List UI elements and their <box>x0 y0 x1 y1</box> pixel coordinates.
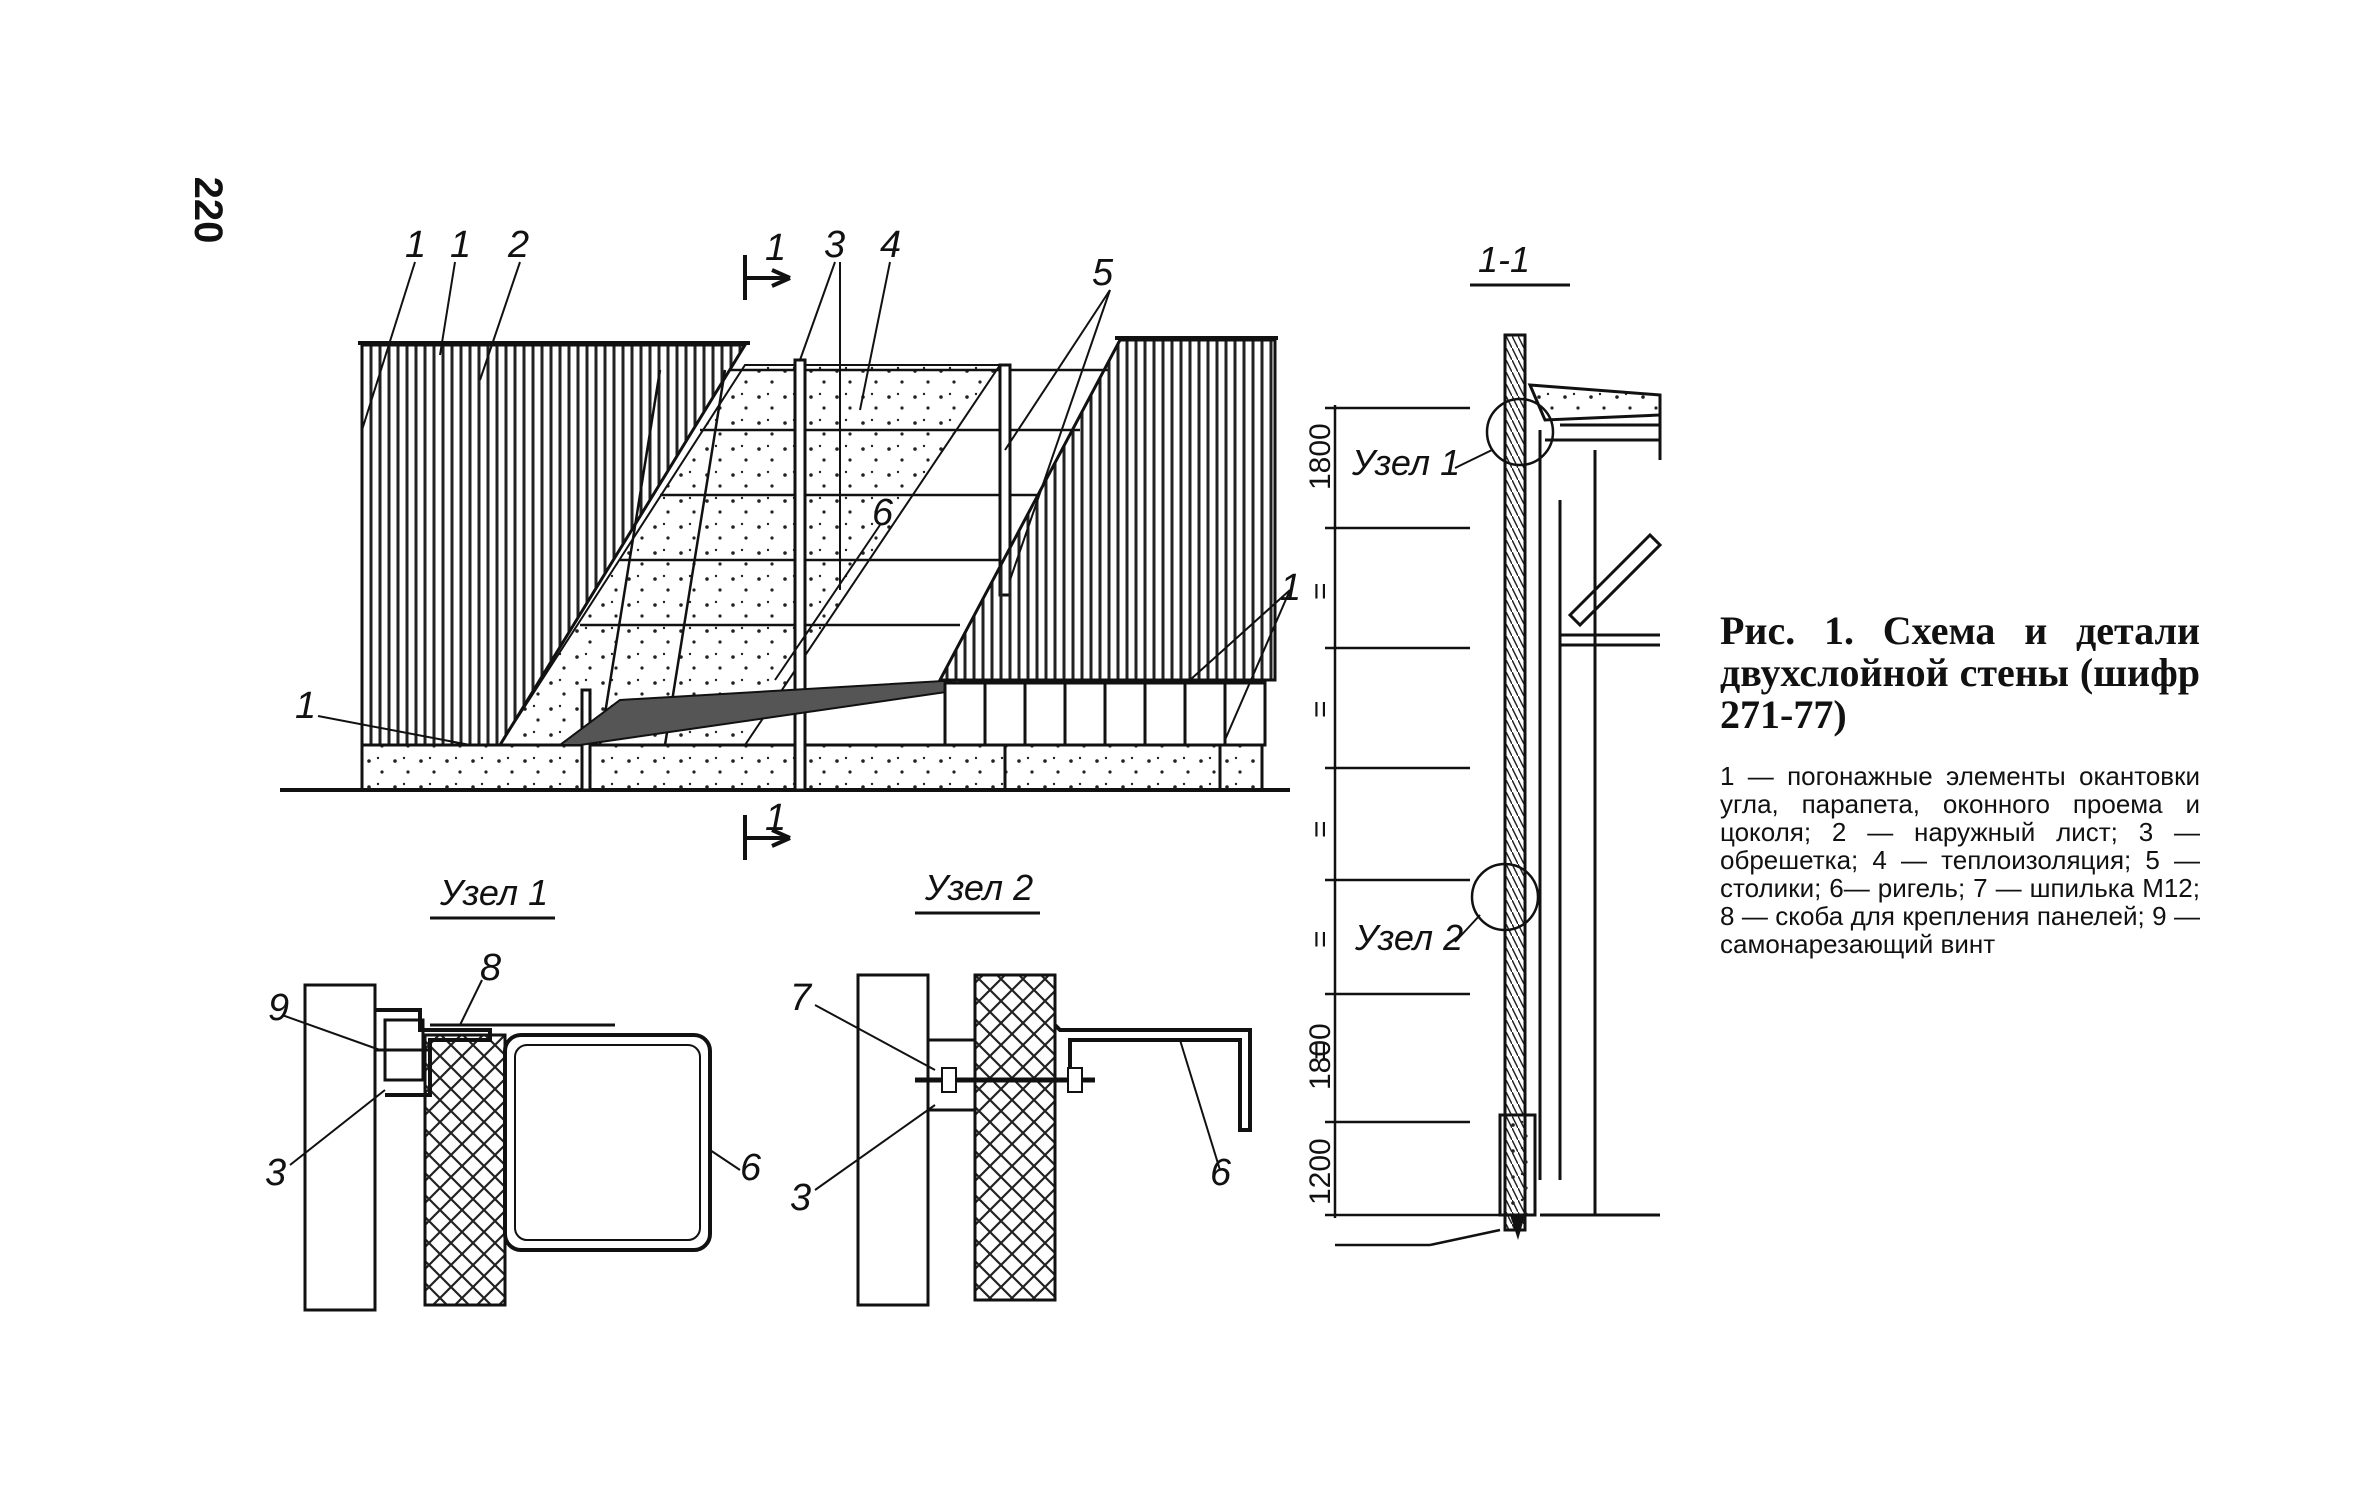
callout-8: 8 <box>480 947 501 989</box>
callout-9: 9 <box>268 987 289 1029</box>
detail-2-title: Узел 2 <box>924 867 1033 908</box>
insulation-area <box>498 364 1002 746</box>
callout-1: 1 <box>295 685 316 727</box>
node-1-label: Узел 1 <box>1351 442 1460 483</box>
section-view: 1-1 Узел 1 Узел 2 <box>1304 239 1663 1247</box>
figure-caption: Рис. 1. Схема и детали двухслойной стены… <box>1720 610 2200 959</box>
callout-3: 3 <box>790 1177 811 1219</box>
dimension-1200: 1200 <box>1304 1138 1337 1205</box>
detail-node-1: Узел 1 9 8 3 6 <box>265 872 762 1312</box>
girder-band <box>557 678 961 746</box>
callout-1: 1 <box>1280 567 1301 609</box>
section-mark-label-top: 1 <box>765 227 786 269</box>
callout-6: 6 <box>872 492 894 534</box>
dimension-equal: = <box>1304 700 1337 718</box>
section-plinth <box>1498 1113 1537 1217</box>
callout-1: 1 <box>405 224 426 266</box>
callout-6: 6 <box>740 1147 762 1189</box>
detail-1-title: Узел 1 <box>439 872 548 913</box>
section-title: 1-1 <box>1478 239 1530 280</box>
nut <box>1067 1067 1083 1093</box>
window-mullions <box>983 683 1227 745</box>
dimension-equal: = <box>1304 820 1337 838</box>
column <box>793 358 807 792</box>
callout-7: 7 <box>790 977 813 1019</box>
callout-2: 2 <box>507 224 529 266</box>
outer-sheet-right <box>937 338 1277 682</box>
outer-sheet-section <box>303 983 377 1312</box>
nut <box>941 1067 957 1093</box>
detail-1-leaders <box>281 979 741 1171</box>
callout-4: 4 <box>880 224 901 266</box>
insulation-grid <box>580 368 1110 746</box>
dimension-equal: = <box>1304 582 1337 600</box>
section-cut-mark-bottom <box>743 815 791 860</box>
node-1-leader <box>1454 449 1493 469</box>
elevation-leaders <box>317 261 1291 746</box>
plinth <box>360 743 1264 792</box>
dimension-equal: = <box>1304 930 1337 948</box>
bracket <box>375 1008 492 1097</box>
floor-leader <box>1429 1228 1501 1247</box>
dimension-equal: = <box>1304 1042 1337 1060</box>
section-base <box>1510 1215 1525 1240</box>
node-2-circle <box>1470 862 1540 932</box>
insulation-section <box>423 1033 507 1307</box>
outer-sheet-section <box>856 973 930 1307</box>
dimension-1800: 1800 <box>1304 423 1337 490</box>
callout-6: 6 <box>1210 1152 1232 1194</box>
callout-3: 3 <box>265 1152 286 1194</box>
section-cut-mark-top <box>743 255 791 300</box>
node-1-circle <box>1485 397 1555 467</box>
callout-1: 1 <box>450 224 471 266</box>
callout-3: 3 <box>824 224 845 266</box>
girder-rhs <box>503 1033 712 1252</box>
node-2-leader <box>1454 914 1481 943</box>
girder-rhs-inner <box>514 1044 701 1241</box>
ledger-angle <box>1053 1023 1252 1132</box>
detail-node-2: Узел 2 7 3 6 <box>790 867 1252 1307</box>
section-wall <box>1503 333 1527 1232</box>
insulation-section <box>973 973 1057 1302</box>
dimension-ticks <box>1325 406 1500 1217</box>
caption-legend: 1 — погонажные элементы окантовки угла, … <box>1720 761 2200 960</box>
node-2-label: Узел 2 <box>1354 917 1463 958</box>
window-sill-brace <box>1567 532 1663 628</box>
dimension-1800: 1800 <box>1304 1023 1337 1090</box>
detail-2-leaders <box>814 1004 1221 1191</box>
callout-5: 5 <box>1092 252 1114 294</box>
elevation-view: 1 1 1 1 2 3 4 5 6 <box>280 224 1301 860</box>
caption-title: Рис. 1. Схема и детали двухслойной стены… <box>1720 608 2200 737</box>
section-mark-label-bottom: 1 <box>765 797 786 839</box>
